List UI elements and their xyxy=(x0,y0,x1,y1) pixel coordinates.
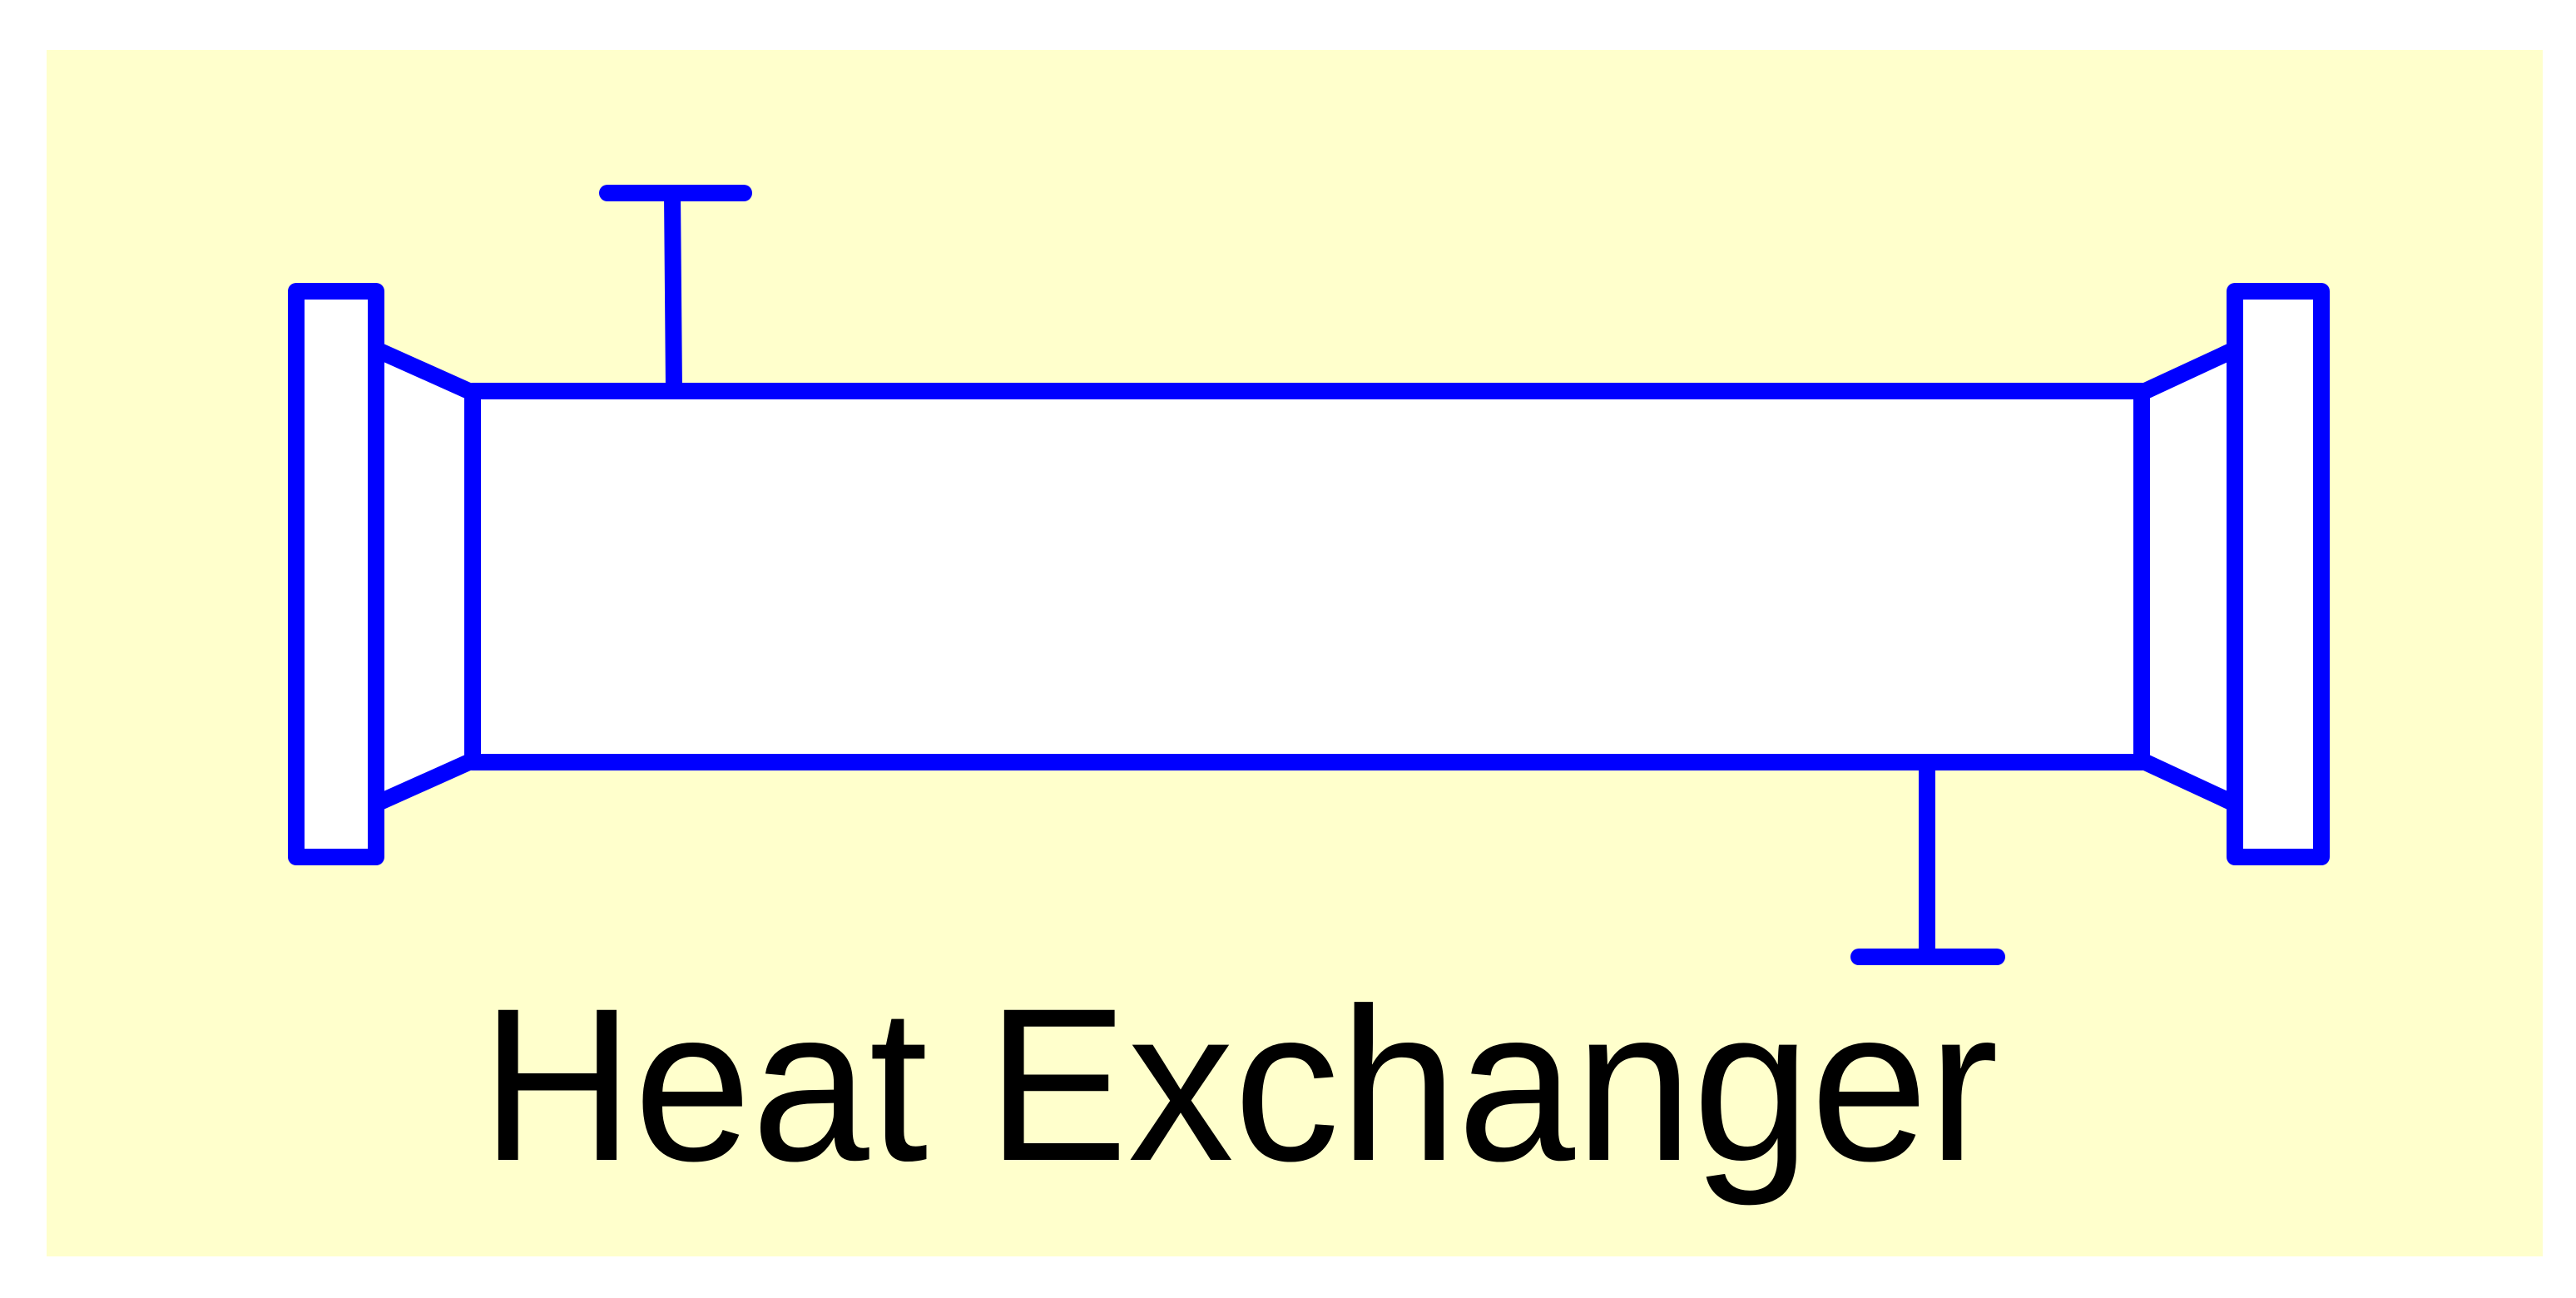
left-end-flange xyxy=(288,283,384,865)
heat-exchanger-symbol xyxy=(288,185,2330,965)
shell-body xyxy=(464,383,2150,770)
left-cone xyxy=(368,341,481,812)
top-nozzle-pipe xyxy=(664,185,682,399)
right-end-flange xyxy=(2227,283,2330,865)
diagram-title: Heat Exchanger xyxy=(481,963,1999,1207)
right-cone xyxy=(2133,341,2243,812)
